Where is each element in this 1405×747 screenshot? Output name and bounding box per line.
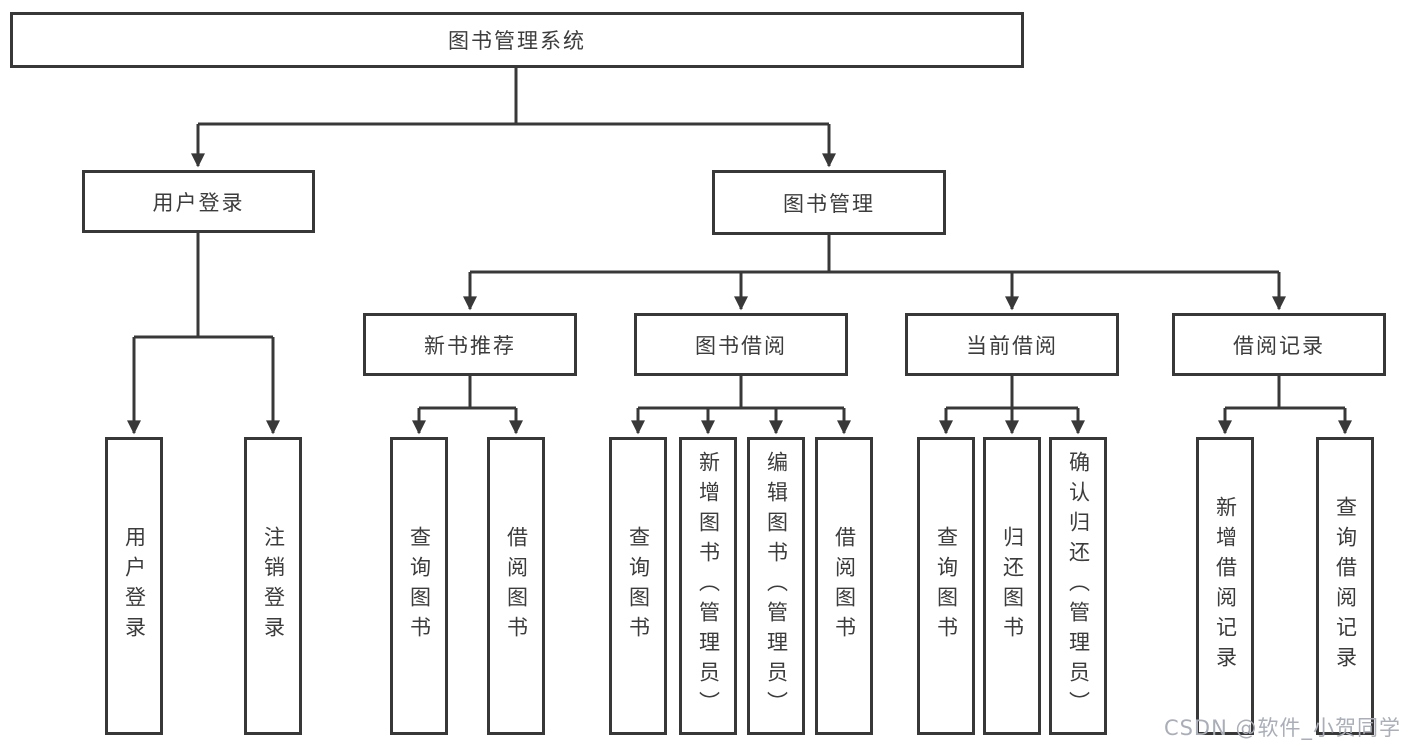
leaf-confirm-return-admin-label: 确认归还（管理员） [1066, 451, 1091, 721]
node-book-borrow-label: 图书借阅 [695, 333, 787, 358]
node-user-login-label: 用户登录 [152, 190, 245, 215]
node-current-borrow-label: 当前借阅 [966, 333, 1058, 358]
leaf-return-books: 归还图书 [983, 437, 1041, 735]
node-root-label: 图书管理系统 [448, 29, 586, 53]
leaf-borrow-books-2: 借阅图书 [815, 437, 873, 735]
node-borrow-records-label: 借阅记录 [1233, 333, 1325, 358]
leaf-user-login-label: 用户登录 [122, 526, 147, 646]
node-book-management-label: 图书管理 [783, 191, 875, 216]
node-current-borrow: 当前借阅 [905, 313, 1119, 376]
leaf-add-borrow-record: 新增借阅记录 [1196, 437, 1254, 735]
leaf-edit-books-admin: 编辑图书（管理员） [747, 437, 805, 735]
leaf-query-books-1: 查询图书 [390, 437, 448, 735]
node-borrow-records: 借阅记录 [1172, 313, 1386, 376]
leaf-logout-login: 注销登录 [244, 437, 302, 735]
leaf-query-books-2: 查询图书 [609, 437, 667, 735]
leaf-query-books-3-label: 查询图书 [934, 526, 959, 646]
node-user-login: 用户登录 [82, 170, 315, 233]
leaf-borrow-books-1-label: 借阅图书 [504, 526, 529, 646]
leaf-logout-login-label: 注销登录 [261, 526, 286, 646]
node-new-book-recommend-label: 新书推荐 [424, 333, 516, 358]
csdn-watermark: CSDN @软件_小贺同学 [1163, 716, 1401, 740]
leaf-query-borrow-record: 查询借阅记录 [1316, 437, 1374, 735]
leaf-return-books-label: 归还图书 [1000, 526, 1025, 646]
node-new-book-recommend: 新书推荐 [363, 313, 577, 376]
leaf-borrow-books-2-label: 借阅图书 [832, 526, 857, 646]
leaf-query-books-3: 查询图书 [917, 437, 975, 735]
node-book-borrow: 图书借阅 [634, 313, 848, 376]
leaf-confirm-return-admin: 确认归还（管理员） [1049, 437, 1107, 735]
leaf-borrow-books-1: 借阅图书 [487, 437, 545, 735]
leaf-query-books-1-label: 查询图书 [407, 526, 432, 646]
node-root-system: 图书管理系统 [10, 12, 1024, 68]
leaf-user-login: 用户登录 [105, 437, 163, 735]
leaf-query-borrow-record-label: 查询借阅记录 [1333, 496, 1358, 676]
leaf-query-books-2-label: 查询图书 [626, 526, 651, 646]
node-book-management: 图书管理 [712, 170, 946, 235]
leaf-add-books-admin-label: 新增图书（管理员） [696, 451, 721, 721]
leaf-add-borrow-record-label: 新增借阅记录 [1213, 496, 1238, 676]
leaf-edit-books-admin-label: 编辑图书（管理员） [764, 451, 789, 721]
leaf-add-books-admin: 新增图书（管理员） [679, 437, 737, 735]
